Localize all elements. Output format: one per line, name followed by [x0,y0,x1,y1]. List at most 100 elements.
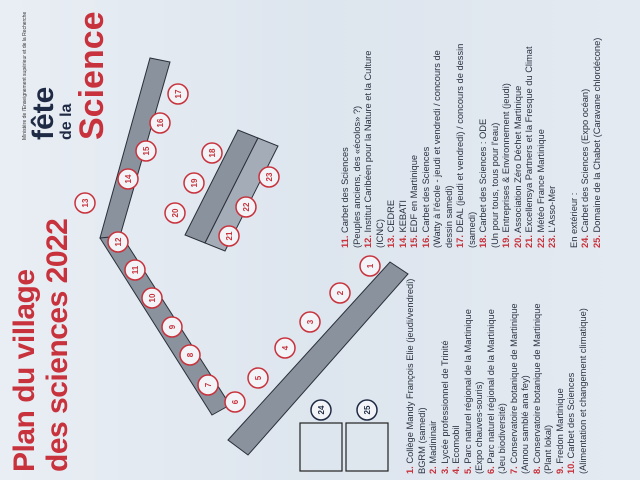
legend-item: 25. Domaine de la Chabet (Caravane chlor… [592,2,604,248]
legend-text: Madininair [428,420,438,464]
legend-number: 19. [501,235,511,248]
legend-text: Carbet des Sciences [420,146,431,233]
legend-text: (Jeu biodiversité) [497,403,507,474]
legend-item: 8. Conservatoire botanique de Martinique [532,256,544,474]
legend-text: (Annou samblé ana fey) [520,375,530,474]
legend-number: 4. [451,466,461,474]
legend-text: Carbet des Sciences (Expo océan) [580,88,590,233]
legend-number: 22. [535,235,546,248]
legend-item: 21. Excellensya Partners et la Fresque d… [524,2,536,248]
legend-item: 13. CEDRE [386,2,398,248]
legend-number: 20. [512,235,523,248]
stand-number: 13 [81,198,90,207]
legend-text: Collège Mandy François Elie (jeudi/vendr… [405,278,415,464]
legend-text: DEAL (jeudi et vendredi) / concours de d… [455,43,465,233]
legend-item: 2. Madininair [428,256,440,474]
legend-item: 18. Carbet des Sciences : ODE [478,2,490,248]
legend-number: 8. [531,466,542,474]
stand-marker-11: 11 [124,259,146,281]
legend-item: (Peuples anciens, des «écolos» ?) [352,2,364,248]
legend-item: 23. L'Asso-Mer [547,2,559,248]
legend-number: 2. [428,466,438,474]
legend-number: 21. [524,235,534,248]
legend-text: (samedi) [466,211,477,248]
legend-item: 15. EDF en Martinique [409,2,421,248]
legend-text: dessin samedi) [443,185,454,248]
legend-text: (Plant lokal) [543,424,553,474]
legend-item: 12. Institut Caribéen pour la Nature et … [363,2,375,248]
legend-item: 16. Carbet des Sciences [421,2,433,248]
legend-text: Carbet des Sciences : ODE [478,118,488,233]
legend-item: dessin samedi) [444,2,456,248]
outdoor-box-25 [345,422,389,472]
stand-marker-6: 6 [224,391,246,413]
stand-number: 18 [208,148,217,157]
stand-number: 14 [124,174,133,183]
legend-number: 11. [340,235,350,248]
legend-number: 10. [566,461,576,474]
legend-item: 19. Entreprises & Environnement (jeudi) [501,2,513,248]
stand-marker-25: 25 [356,399,378,421]
stand-marker-9: 9 [161,316,183,338]
legend-text: Parc naturel régional de la Martinique [485,309,496,464]
stand-number: 3 [306,319,315,324]
legend-text: (Expo chauves-souris) [474,381,484,475]
legend-number: 6. [485,466,496,474]
legend-text: Association Zéro Déchet Martinique [512,85,523,233]
legend-item: 3. Lycée professionnel de Trinité [440,256,452,474]
stand-marker-16: 16 [149,112,171,134]
stand-marker-22: 22 [235,196,257,218]
stand-number: 7 [204,382,213,387]
legend-number: 1. [405,466,415,474]
legend-text: Parc naturel régional de la Martinique [462,309,473,464]
legend-text: (ICNC) [374,219,385,248]
outdoor-heading: En extérieur : [568,192,579,248]
title-line-2: des sciences 2022 [41,218,74,472]
legend-item: (samedi) [467,2,479,248]
legend-number: 9. [554,466,565,474]
stand-marker-21: 21 [218,225,240,247]
stand-marker-23: 23 [258,166,280,188]
stand-number: 23 [265,172,274,181]
stand-number: 16 [156,118,165,127]
stand-number: 19 [190,178,199,187]
legend-text: Conservatoire botanique de Martinique [508,303,519,464]
stand-marker-3: 3 [299,311,321,333]
legend-text: Fredon Martinique [554,388,565,464]
legend-item: 6. Parc naturel régional de la Martiniqu… [486,256,498,474]
stand-marker-10: 10 [141,287,163,309]
stand-number: 1 [366,263,375,268]
stand-marker-4: 4 [274,337,296,359]
stand-number: 15 [142,146,151,155]
legend-text: Conservatoire botanique de Martinique [531,303,542,464]
legend-left: 1. Collège Mandy François Elie (jeudi/ve… [405,256,589,474]
legend-item: 20. Association Zéro Déchet Martinique [513,2,525,248]
legend-text: CEDRE [386,199,396,233]
logo-fete: fête [27,86,60,140]
legend-number: 13. [386,235,396,248]
legend-item: (Watty à l'école - jeudi et vendredi / c… [432,2,444,248]
legend-text: Ecomobil [451,425,461,464]
stand-marker-1: 1 [359,255,381,277]
legend-item: 4. Ecomobil [451,256,463,474]
stand-marker-7: 7 [197,374,219,396]
legend-text: Météo France Martinique [535,129,546,233]
page-title: Plan du village des sciences 2022 [8,219,74,472]
legend-item: 11. Carbet des Sciences [340,2,352,248]
stand-marker-2: 2 [329,282,351,304]
legend-item: 24. Carbet des Sciences (Expo océan) [580,2,592,248]
legend-number: 14. [397,235,408,248]
legend-item: 7. Conservatoire botanique de Martinique [509,256,521,474]
legend-number: 16. [420,235,431,248]
stand-number: 2 [336,290,345,295]
legend-text: BGRM (samedi) [416,407,427,474]
stand-number: 9 [168,324,177,329]
legend-text: L'Asso-Mer [547,185,557,233]
logo-science: Science [73,11,111,140]
stand-marker-15: 15 [135,140,157,162]
legend-item: (Expo chauves-souris) [474,256,486,475]
stand-number: 8 [186,352,195,357]
stand-number: 6 [231,399,240,404]
